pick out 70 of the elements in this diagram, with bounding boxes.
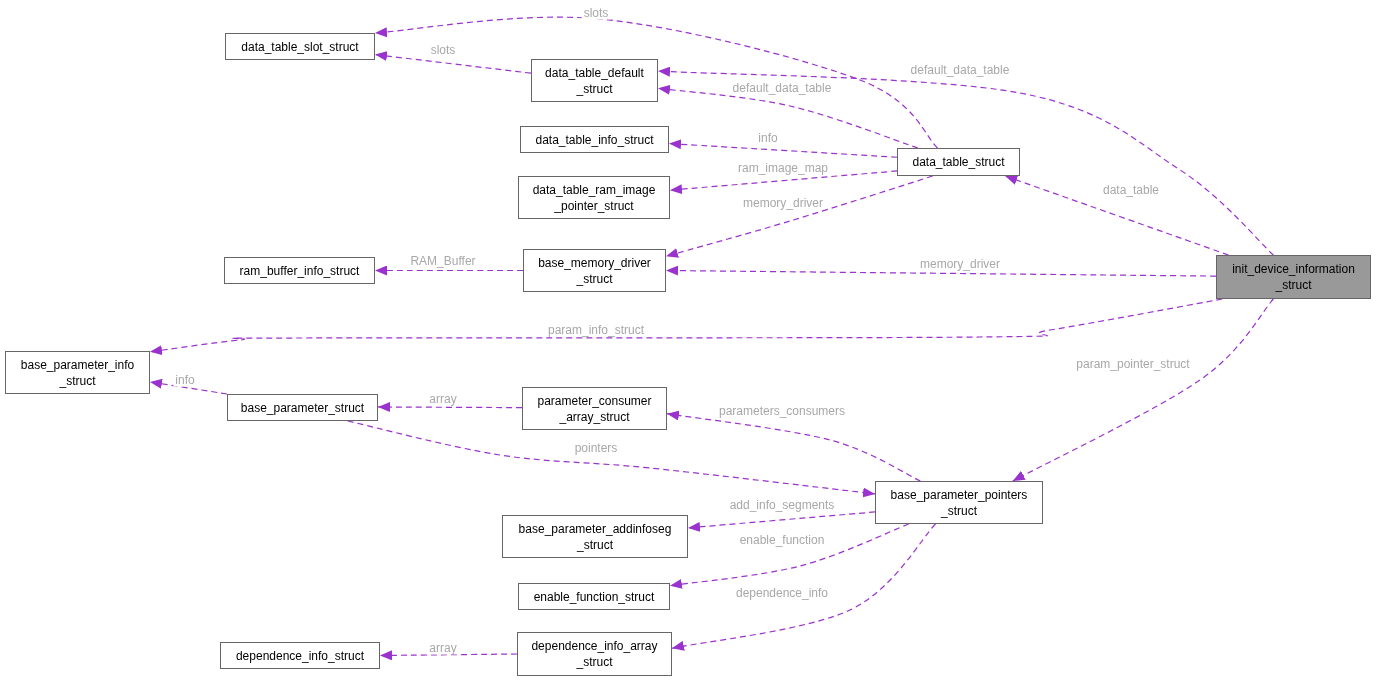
struct-name: enable_function_struct xyxy=(533,588,655,605)
edge-label: dependence_info xyxy=(733,586,831,600)
dashed-arrow xyxy=(669,170,898,195)
struct-name: dependence_info_array _struct xyxy=(530,638,659,670)
struct-box xyxy=(518,583,670,610)
struct-name: parameter_consumer _array_struct xyxy=(536,392,653,425)
edge-label: add_info_segments xyxy=(727,498,837,512)
struct-name: init_device_information _struct xyxy=(1231,261,1356,293)
struct-box xyxy=(517,632,672,676)
dashed-arrow xyxy=(379,650,518,661)
edge-label: pointers xyxy=(572,441,620,455)
dashed-arrow xyxy=(657,66,1274,256)
struct-box xyxy=(1216,255,1371,299)
struct-box xyxy=(5,351,150,394)
struct-name: data_table_default _struct xyxy=(544,64,645,97)
struct-name: base_memory_driver _struct xyxy=(537,254,652,287)
edge-label: data_table xyxy=(1100,183,1162,197)
edge-label: param_info_struct xyxy=(546,323,646,337)
edge-label: default_data_table xyxy=(908,63,1012,77)
edge-label: parameters_consumers xyxy=(716,404,848,418)
struct-box xyxy=(531,59,658,102)
edge-label: default_data_table xyxy=(730,81,834,95)
dashed-arrow xyxy=(687,511,876,532)
struct-box xyxy=(518,176,670,219)
struct-name: base_parameter_addinfoseg _struct xyxy=(517,520,673,553)
struct-box xyxy=(225,33,375,60)
edge-label: ram_image_map xyxy=(736,161,830,175)
dashed-arrow xyxy=(1012,298,1274,482)
struct-box xyxy=(523,249,666,292)
dashed-arrow xyxy=(665,265,1217,277)
struct-name: data_table_struct xyxy=(912,154,1005,170)
struct-name: base_parameter_struct xyxy=(240,399,365,416)
dashed-arrow xyxy=(671,523,937,651)
struct-box xyxy=(220,642,380,669)
dashed-arrow xyxy=(374,265,524,276)
dashed-arrow xyxy=(377,402,523,412)
struct-box xyxy=(520,126,669,153)
edge-label: enable_function xyxy=(737,533,827,547)
struct-box xyxy=(522,387,667,430)
dashed-arrow xyxy=(149,298,1223,356)
struct-name: base_parameter_pointers _struct xyxy=(889,486,1029,519)
edge-label: slots xyxy=(581,6,611,20)
edge-label: info xyxy=(173,373,197,387)
edge-label: memory_driver xyxy=(918,257,1002,271)
dashed-arrow xyxy=(657,84,919,149)
edge-label: RAM_Buffer xyxy=(408,254,478,268)
struct-name: data_table_info_struct xyxy=(535,131,654,148)
struct-name: ram_buffer_info_struct xyxy=(239,262,360,279)
edge-label: slots xyxy=(428,43,458,57)
struct-box xyxy=(224,257,375,284)
dashed-arrow xyxy=(665,175,934,258)
struct-name: dependence_info_struct xyxy=(235,647,365,664)
dashed-arrow xyxy=(149,378,228,395)
dashed-arrow xyxy=(1004,175,1229,256)
dashed-arrow xyxy=(374,51,532,74)
struct-box xyxy=(875,481,1043,524)
edge-label: param_pointer_struct xyxy=(1074,357,1192,371)
struct-name: data_table_slot_struct xyxy=(241,38,359,55)
dashed-arrow xyxy=(666,410,921,482)
dashed-arrow xyxy=(669,523,910,589)
dashed-arrow xyxy=(374,16,939,149)
struct-name: base_parameter_info _struct xyxy=(19,356,136,389)
struct-box xyxy=(897,148,1020,176)
struct-box xyxy=(227,394,378,421)
edge-label: memory_driver xyxy=(741,196,825,210)
edge-label: info xyxy=(756,131,780,145)
struct-name: data_table_ram_image _pointer_struct xyxy=(531,181,657,214)
dashed-arrow xyxy=(347,420,876,498)
struct-box xyxy=(502,515,688,558)
dashed-arrow xyxy=(668,139,898,158)
